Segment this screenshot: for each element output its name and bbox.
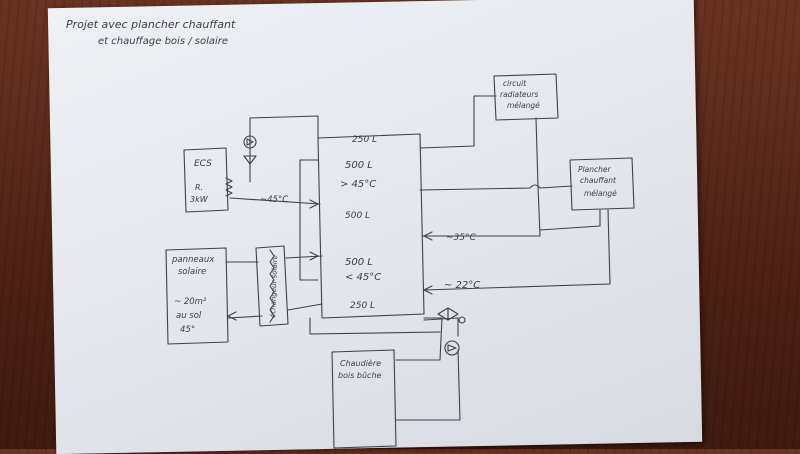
circuit-label-2: radiateurs [500, 90, 539, 99]
tank-zone-mid: 500 L [345, 211, 370, 221]
tank-zone-hot: 500 L [345, 160, 373, 171]
ecs-label: ECS [194, 159, 212, 169]
plancher-label-3: mélangé [584, 189, 617, 198]
tank-zone-bottom: 250 L [350, 301, 375, 311]
tank-zone-low-temp: < 45°C [345, 272, 381, 283]
piping [226, 96, 610, 420]
chaudiere-label-2: bois bûche [338, 370, 382, 380]
panneaux-label-2: solaire [178, 267, 206, 277]
echangeur-solaire-box: échangeur solaire [256, 246, 288, 326]
plancher-label-1: Plancher [578, 165, 611, 174]
panneaux-area-1: ~ 20m² [174, 297, 207, 307]
chaudiere-label-1: Chaudière [340, 358, 381, 368]
chaudiere-pump-icon [445, 341, 459, 355]
chaudiere-box: Chaudière bois bûche [332, 350, 396, 448]
plancher-chauffant-box: Plancher chauffant mélangé [570, 158, 634, 210]
circuit-label-1: circuit [503, 79, 527, 88]
ecs-power-label: 3kW [190, 195, 209, 204]
circuit-label-3: mélangé [507, 101, 540, 110]
panneaux-area-3: 45° [180, 325, 195, 335]
panneaux-solaire-box: panneaux solaire ~ 20m² au sol 45° [166, 248, 228, 344]
temp-return-low: ~ 22°C [444, 280, 480, 291]
tank-zone-top: 250 L [352, 135, 377, 145]
title-line-1: Projet avec plancher chauffant [66, 18, 236, 31]
temp-ecs-in: ~45°C [260, 195, 288, 205]
title-line-2: et chauffage bois / solaire [98, 36, 228, 47]
ecs-resistance-label: R. [195, 183, 203, 192]
tank-zone-hot-temp: > 45°C [340, 179, 376, 190]
temp-return-mid: ~35°C [446, 233, 476, 243]
circuit-radiateurs-box: circuit radiateurs mélangé [494, 74, 558, 120]
panneaux-area-2: au sol [176, 311, 202, 321]
storage-tank: 250 L 500 L > 45°C 500 L 500 L < 45°C 25… [318, 134, 424, 318]
tank-zone-low: 500 L [345, 257, 373, 268]
ecs-box: ECS R. 3kW [184, 148, 232, 212]
panneaux-label-1: panneaux [171, 255, 215, 265]
plancher-label-2: chauffant [580, 176, 617, 185]
